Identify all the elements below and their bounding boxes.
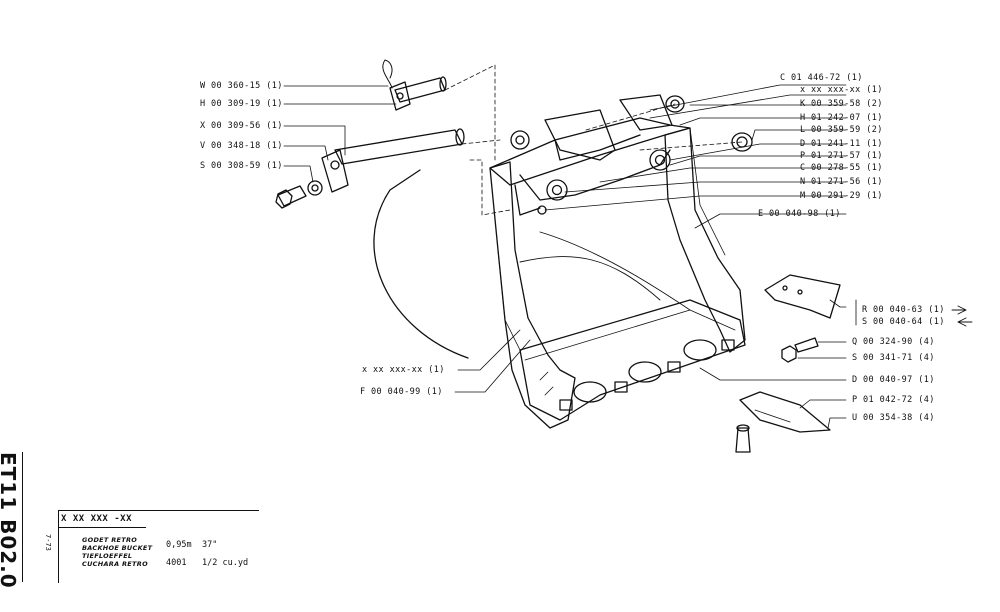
bucket-inner-curve xyxy=(539,231,691,311)
spec-capacity: 1/2 cu.yd xyxy=(202,558,249,568)
bottom-edge-plate xyxy=(519,299,746,421)
callout-r00040-63: R 00 040-63 (1) xyxy=(862,305,945,315)
callout-c01446-72: C 01 446-72 (1) xyxy=(780,73,863,83)
sheet-code-frame xyxy=(4,452,23,582)
desc-es: CUCHARA RETRO xyxy=(82,560,148,568)
desc-de: TIEFLOEFFEL xyxy=(82,552,133,560)
pin-boss-right xyxy=(649,149,671,171)
tooth-hole-3 xyxy=(683,339,717,361)
tooth-bolt xyxy=(794,337,819,353)
spec-width: 0,95m xyxy=(166,540,192,550)
side-cutter xyxy=(764,274,841,319)
spec-width-in: 37" xyxy=(202,540,218,550)
long-pin xyxy=(334,129,463,165)
callout-p01271-57: P 01 271-57 (1) xyxy=(800,151,883,161)
callout-h01242-07: H 01 242-07 (1) xyxy=(800,113,883,123)
bucket-shell-curve xyxy=(373,169,469,359)
arrow-right-marker xyxy=(951,305,967,315)
tooth-pin xyxy=(735,427,751,453)
callout-w00360-15: W 00 360-15 (1) xyxy=(200,81,283,91)
callout-m00291-29: M 00 291-29 (1) xyxy=(800,191,883,201)
callout-s00308-59: S 00 308-59 (1) xyxy=(200,161,283,171)
date-mark: 7-73 xyxy=(44,534,52,551)
callout-d00040-97: D 00 040-97 (1) xyxy=(852,375,935,385)
bushing-k-1 xyxy=(665,95,685,113)
callout-d01241-11: D 01 241-11 (1) xyxy=(800,139,883,149)
desc-fr: GODET RETRO xyxy=(82,536,138,544)
tooth-hole-2 xyxy=(628,361,662,383)
title-block xyxy=(58,510,259,583)
bolt-s xyxy=(277,185,307,207)
callout-c00278-55: C 00 278-55 (1) xyxy=(800,163,883,173)
washer xyxy=(307,180,323,196)
arrow-left-marker xyxy=(957,317,973,327)
pin-boss-upper-left xyxy=(510,130,530,150)
callout-v00348-18: V 00 348-18 (1) xyxy=(200,141,283,151)
tooth-nut xyxy=(781,345,797,363)
callout-l00359-59: L 00 359-59 (2) xyxy=(800,125,883,135)
right-side-plate xyxy=(664,127,746,353)
callout-s00040-64: S 00 040-64 (1) xyxy=(862,317,945,327)
left-side-plate xyxy=(489,161,576,429)
bucket-inner-curve-2 xyxy=(519,256,661,301)
callout-xxx-left: x xx xxx-xx (1) xyxy=(362,365,445,375)
long-pin-plate xyxy=(321,149,349,193)
callout-q00324-90: Q 00 324-90 (4) xyxy=(852,337,935,347)
callout-u00354-38: U 00 354-38 (4) xyxy=(852,413,935,423)
tooth xyxy=(739,391,831,433)
callout-p01042-72: P 01 042-72 (4) xyxy=(852,395,935,405)
spec-capacity-code: 4001 xyxy=(166,558,187,568)
callout-xxx-right: x xx xxx-xx (1) xyxy=(800,85,883,95)
callout-e00040-98: E 00 040-98 (1) xyxy=(758,209,841,219)
callout-x00309-56: X 00 309-56 (1) xyxy=(200,121,283,131)
callout-k00359-58: K 00 359-58 (2) xyxy=(800,99,883,109)
desc-en: BACKHOE BUCKET xyxy=(82,544,153,552)
title-part-number: X XX XXX -XX xyxy=(61,514,133,524)
pin-boss-lower-left xyxy=(546,179,568,201)
top-mount-bracket xyxy=(489,117,691,186)
bushing-l-1 xyxy=(731,132,753,152)
callout-s00341-71: S 00 341-71 (4) xyxy=(852,353,935,363)
callout-n01271-56: N 01 271-56 (1) xyxy=(800,177,883,187)
title-divider xyxy=(58,527,146,528)
sheet-code: ET11 B02.0 xyxy=(0,452,20,589)
short-pin-plate xyxy=(389,81,411,111)
lynch-pin xyxy=(382,59,393,89)
callout-f00040-99: F 00 040-99 (1) xyxy=(360,387,443,397)
callout-h00309-19: H 00 309-19 (1) xyxy=(200,99,283,109)
tooth-hole-1 xyxy=(573,381,607,403)
